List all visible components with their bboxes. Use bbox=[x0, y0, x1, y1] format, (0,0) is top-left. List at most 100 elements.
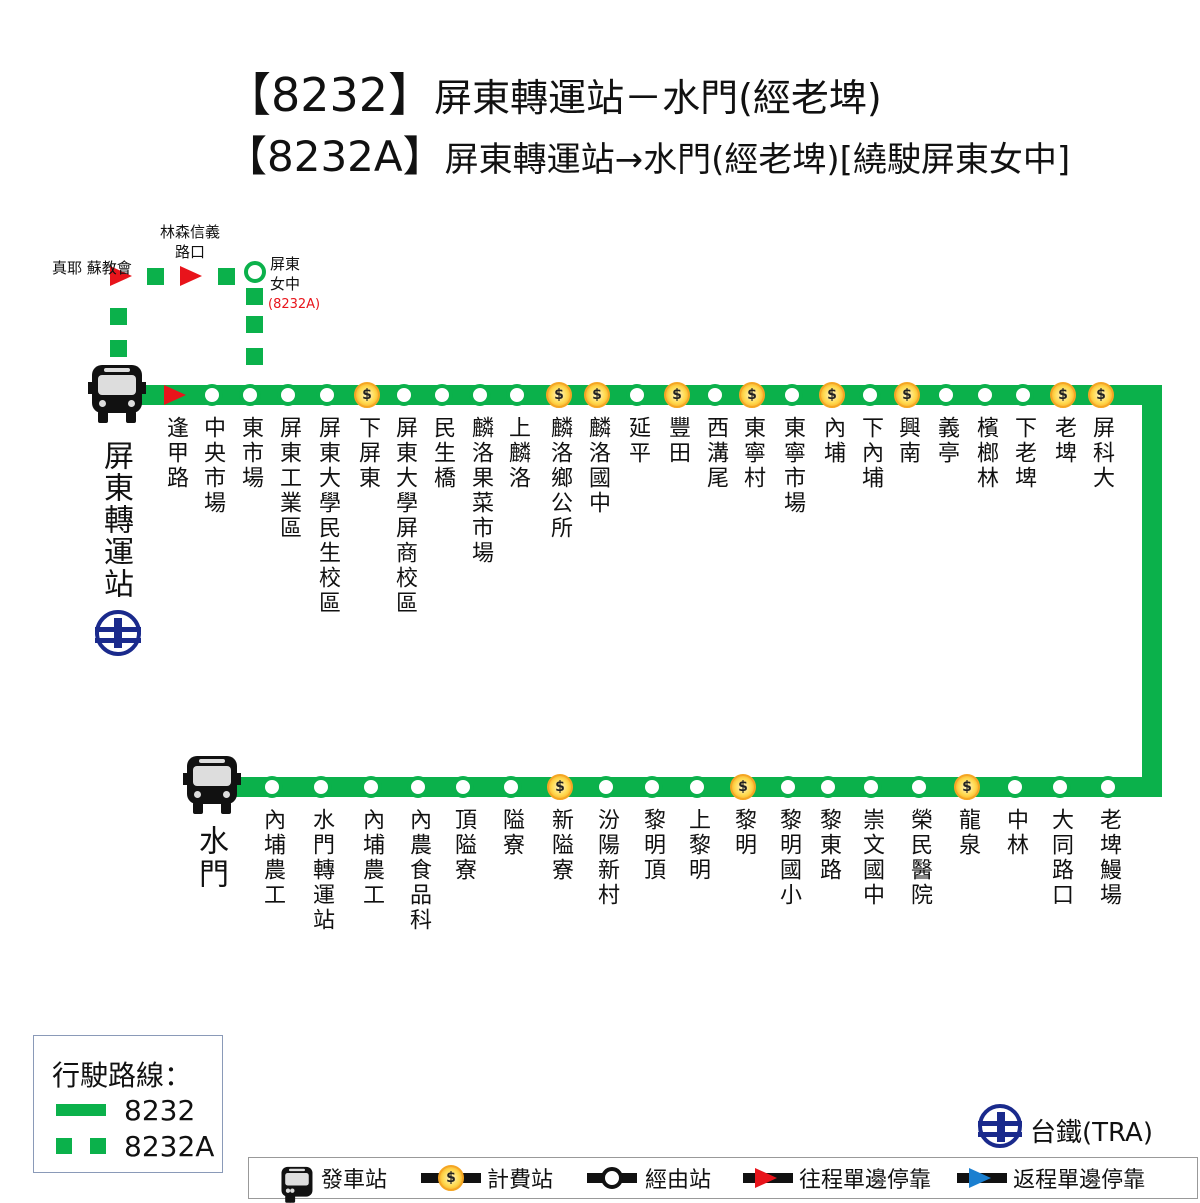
route-name: 屏東轉運站－水門(經老埤) bbox=[434, 76, 882, 120]
tra-icon bbox=[95, 610, 141, 656]
legend-fare: 計費站 bbox=[487, 1168, 554, 1193]
station-label: 榮民醫院 bbox=[907, 808, 932, 908]
station-label: 延平 bbox=[625, 416, 650, 466]
station-label: 屏東工業區 bbox=[276, 416, 301, 541]
station-label: 逢甲路 bbox=[163, 416, 188, 491]
station-label: 新隘寮 bbox=[548, 808, 573, 883]
route-name: 屏東轉運站→水門(經老埤)[繞駛屏東女中] bbox=[444, 140, 1071, 180]
station-label: 崇文國中 bbox=[859, 808, 884, 908]
bus-icon bbox=[279, 1166, 313, 1203]
station-label: 汾陽新村 bbox=[594, 808, 619, 908]
station-label: 頂隘寮 bbox=[451, 808, 476, 883]
station-marker bbox=[641, 776, 663, 798]
tra-legend-label: 台鐵(TRA) bbox=[1030, 1118, 1153, 1148]
station-label: 老埤鰻場 bbox=[1096, 808, 1121, 908]
fare-station-icon: $ bbox=[584, 382, 610, 408]
legend-start: 發車站 bbox=[321, 1168, 388, 1193]
station-marker bbox=[704, 384, 726, 406]
station-label: 黎東路 bbox=[816, 808, 841, 883]
legend-via: 經由站 bbox=[645, 1168, 712, 1193]
station-label: 東寧村 bbox=[740, 416, 765, 491]
station-label: 東市場 bbox=[238, 416, 263, 491]
station-marker bbox=[908, 776, 930, 798]
terminal-end-label: 水門 bbox=[193, 825, 228, 891]
station-label: 檳榔林 bbox=[973, 416, 998, 491]
station-label: 屏東大學屏商校區 bbox=[392, 416, 417, 616]
station-marker bbox=[452, 776, 474, 798]
route-line-right bbox=[1142, 385, 1162, 797]
station-marker bbox=[595, 776, 617, 798]
station-marker bbox=[777, 776, 799, 798]
fare-station-icon: $ bbox=[546, 382, 572, 408]
fare-station-icon: $ bbox=[664, 382, 690, 408]
dashed-line-swatch bbox=[56, 1138, 72, 1154]
station-marker bbox=[316, 384, 338, 406]
station-marker bbox=[261, 776, 283, 798]
dash-segment bbox=[147, 268, 164, 285]
station-label: 老埤 bbox=[1051, 416, 1076, 466]
terminal-start-label: 屏東轉運站 bbox=[98, 440, 133, 600]
station-marker bbox=[239, 384, 261, 406]
station-label: 中林 bbox=[1003, 808, 1028, 858]
legend-return: 返程單邊停靠 bbox=[1013, 1168, 1146, 1193]
fare-station-icon: $ bbox=[894, 382, 920, 408]
station-marker bbox=[974, 384, 996, 406]
station-marker bbox=[1004, 776, 1026, 798]
bus-start-icon bbox=[88, 365, 146, 423]
dash-segment bbox=[246, 316, 263, 333]
bus-end-icon bbox=[183, 756, 241, 814]
station-marker bbox=[469, 384, 491, 406]
station-marker bbox=[244, 261, 266, 283]
station-marker bbox=[1097, 776, 1119, 798]
station-label: 西溝尾 bbox=[703, 416, 728, 491]
route-legend-solid: 8232 bbox=[124, 1094, 196, 1127]
station-label: 興南 bbox=[895, 416, 920, 466]
station-marker bbox=[1012, 384, 1034, 406]
station-marker bbox=[407, 776, 429, 798]
dash-segment bbox=[218, 268, 235, 285]
station-label: 內埔農工 bbox=[260, 808, 285, 908]
route-legend: 行駛路線： 8232 8232A bbox=[33, 1035, 223, 1173]
station-label: 上麟洛 bbox=[505, 416, 530, 491]
solid-line-swatch bbox=[56, 1104, 106, 1116]
station-label: 內埔 bbox=[820, 416, 845, 466]
fare-station-icon: $ bbox=[354, 382, 380, 408]
dash-segment bbox=[246, 288, 263, 305]
fare-station-icon: $ bbox=[819, 382, 845, 408]
fare-station-icon: $ bbox=[739, 382, 765, 408]
station-label: 屏科大 bbox=[1089, 416, 1114, 491]
station-marker bbox=[201, 384, 223, 406]
station-label: 下內埔 bbox=[858, 416, 883, 491]
dash-segment bbox=[246, 348, 263, 365]
fare-station-icon: $ bbox=[954, 774, 980, 800]
station-marker bbox=[1049, 776, 1071, 798]
station-label: 大同路口 bbox=[1048, 808, 1073, 908]
title-8232: 【8232】屏東轉運站－水門(經老埤) bbox=[225, 72, 882, 118]
station-label: 黎明頂 bbox=[640, 808, 665, 883]
station-label: 黎明國小 bbox=[776, 808, 801, 908]
route-legend-dashed: 8232A bbox=[124, 1130, 215, 1163]
station-label: 民生橋 bbox=[430, 416, 455, 491]
route-code: 【8232】 bbox=[225, 68, 435, 122]
station-label: 麟洛果菜市場 bbox=[468, 416, 493, 566]
outbound-only-marker bbox=[180, 266, 202, 286]
station-label: 下屏東 bbox=[355, 416, 380, 491]
station-label-branch3: 屏東 女中 bbox=[270, 255, 301, 294]
station-label: 龍泉 bbox=[955, 808, 980, 858]
station-marker bbox=[860, 776, 882, 798]
station-label: 屏東大學民生校區 bbox=[315, 416, 340, 616]
station-label: 下老埤 bbox=[1011, 416, 1036, 491]
fare-station-icon: $ bbox=[547, 774, 573, 800]
route-legend-title: 行駛路線： bbox=[52, 1059, 193, 1092]
station-marker bbox=[781, 384, 803, 406]
return-icon bbox=[957, 1165, 1008, 1191]
dash-segment bbox=[110, 308, 127, 325]
station-marker bbox=[686, 776, 708, 798]
station-marker bbox=[431, 384, 453, 406]
station-label-branch1: 真耶 蘇教會 bbox=[52, 259, 132, 277]
outbound-only-marker bbox=[110, 266, 132, 286]
station-marker bbox=[277, 384, 299, 406]
title-8232a: 【8232A】屏東轉運站→水門(經老埤)[繞駛屏東女中] bbox=[225, 136, 1070, 178]
station-label: 內埔農工 bbox=[359, 808, 384, 908]
station-marker bbox=[817, 776, 839, 798]
